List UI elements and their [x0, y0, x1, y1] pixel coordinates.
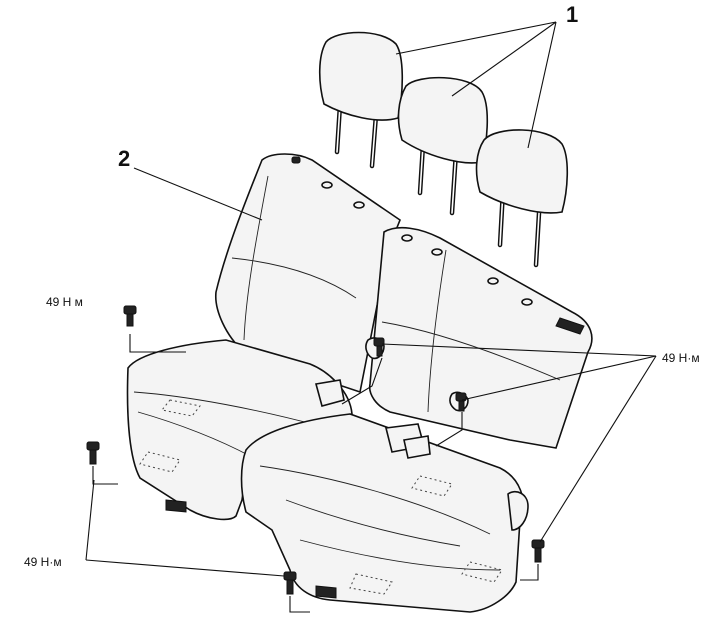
- torque-label-lower-left: 49 Н·м: [24, 555, 62, 569]
- headrest-center: [397, 76, 489, 216]
- bolt-bottom-center: [283, 571, 297, 595]
- bolt-bottom-right: [531, 539, 545, 563]
- bolt-mid-right-upper: [373, 337, 385, 357]
- seat-belt-buckles: [314, 379, 431, 459]
- seat-cushion-right: [240, 413, 524, 613]
- seatback-left-section: [215, 153, 401, 394]
- headrest-right: [475, 129, 569, 268]
- callout-1-headrests: 1: [566, 2, 578, 27]
- seatback-right-section: [365, 226, 593, 449]
- bolt-upper-left: [123, 305, 137, 327]
- bolt-lower-left: [86, 441, 100, 465]
- torque-label-upper-left: 49 Н м: [46, 295, 83, 309]
- seat-latches: [165, 490, 529, 599]
- callout-2-seatback: 2: [118, 146, 130, 171]
- bolt-mid-right-lower: [455, 392, 467, 412]
- headrest-left: [318, 31, 404, 169]
- leader-lines: [85, 21, 657, 613]
- torque-label-center-right: 49 Н·м: [662, 351, 700, 365]
